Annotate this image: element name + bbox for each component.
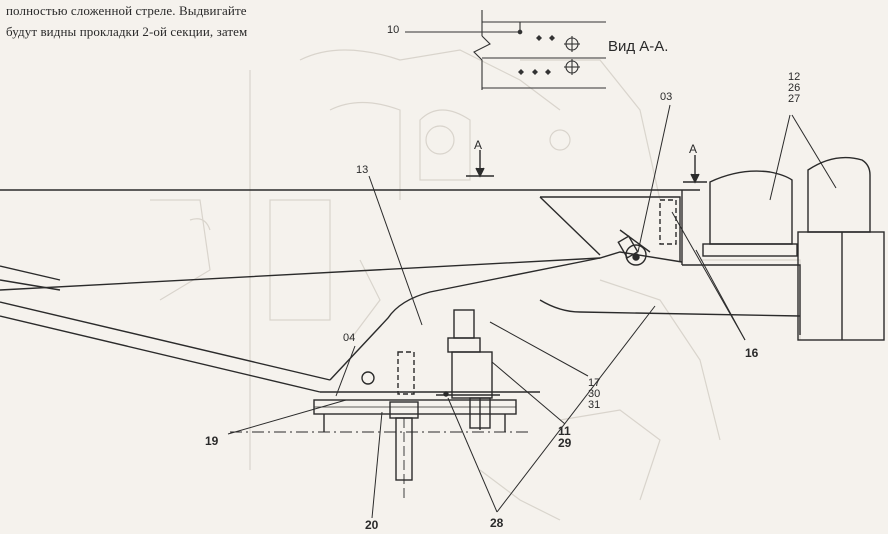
leader-lines (227, 104, 837, 519)
callout-27: 27 (788, 93, 801, 105)
callout-group-11-29: 11 29 (558, 425, 571, 449)
callout-20: 20 (365, 518, 379, 532)
callout-group-12-26-27: 12 26 27 (788, 72, 800, 105)
view-a-a-label: Вид А-А. (608, 38, 669, 55)
callout-03: 03 (660, 91, 673, 103)
callout-29: 29 (558, 436, 572, 450)
view-a-a-inset (405, 10, 606, 90)
callout-10: 10 (387, 24, 400, 36)
callout-26: 26 (788, 82, 801, 94)
callout-30: 30 (588, 388, 601, 400)
document-text-line-1: полностью сложенной стреле. Выдвигайте (6, 3, 247, 18)
callout-11: 11 (558, 424, 571, 438)
boom-outline (0, 150, 885, 500)
callout-12: 12 (788, 71, 801, 83)
callout-13: 13 (356, 164, 369, 176)
bleed-through-background (150, 49, 801, 521)
document-text-line-2: будут видны прокладки 2-ой секции, затем (6, 24, 248, 39)
callout-04: 04 (343, 332, 356, 344)
callout-28: 28 (490, 516, 504, 530)
section-marker-left: А (474, 138, 483, 152)
callout-group-17-30-31: 17 30 31 (588, 378, 600, 411)
callout-31: 31 (588, 399, 601, 411)
callout-17: 17 (588, 377, 601, 389)
callout-19: 19 (205, 434, 219, 448)
section-marker-right: А (689, 142, 698, 156)
callout-16: 16 (745, 346, 759, 360)
